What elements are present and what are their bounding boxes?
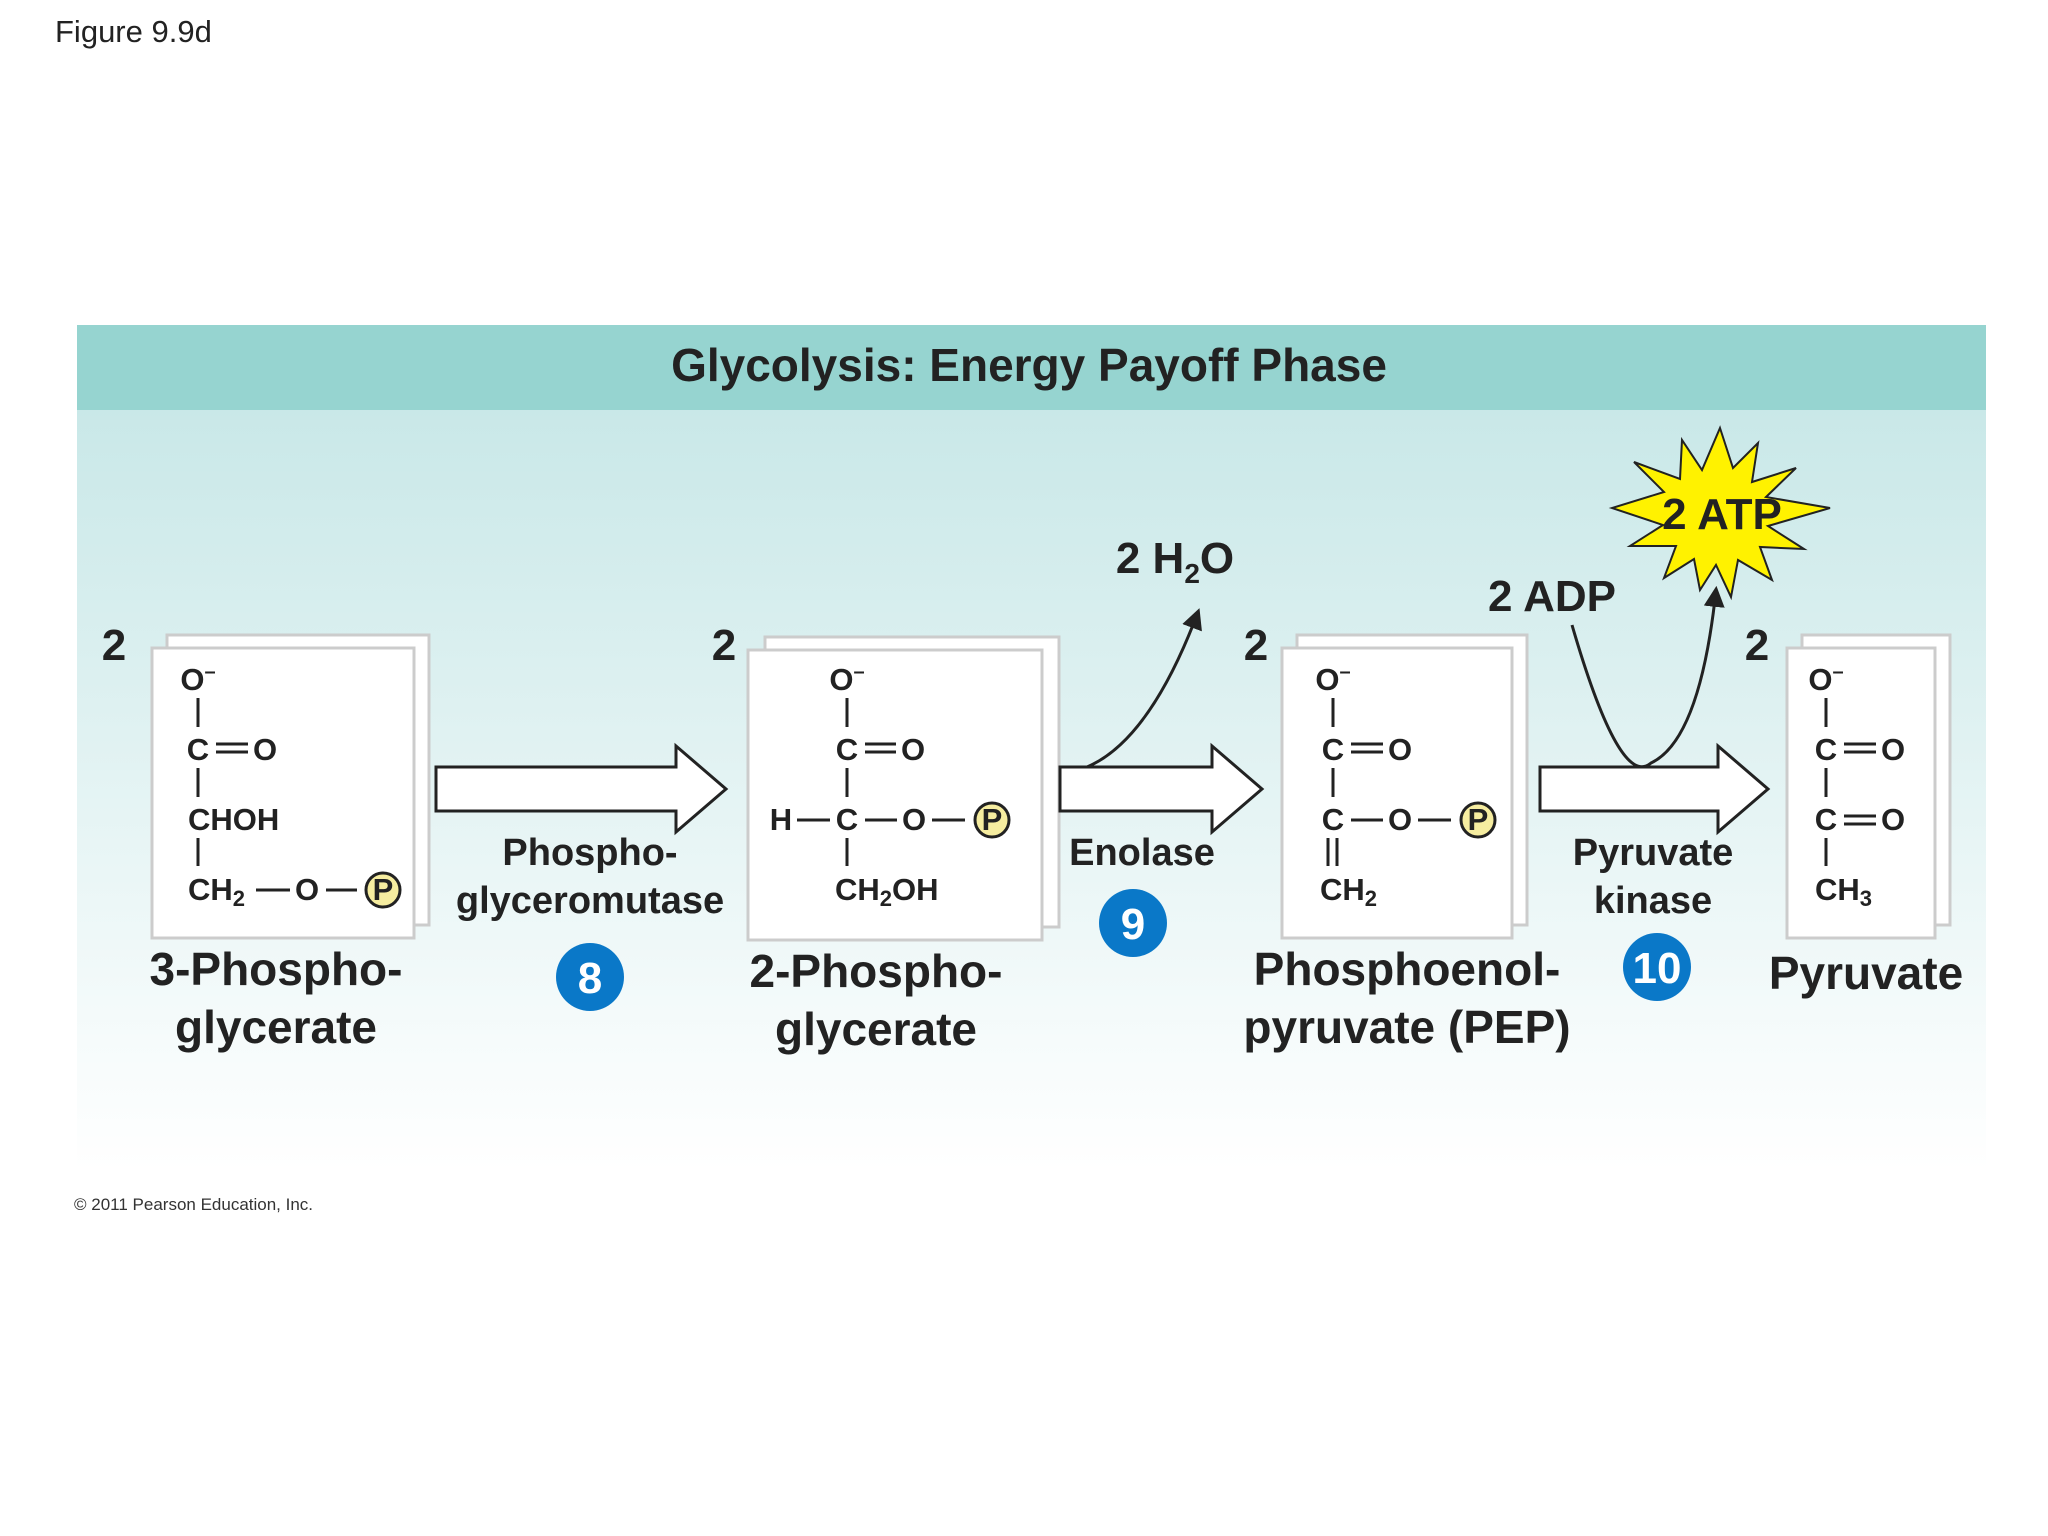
figure-label: Figure 9.9d: [55, 14, 212, 49]
molecule-card: [746, 648, 1044, 942]
svg-text:O–: O–: [1808, 661, 1843, 697]
input-label: 2 ADP: [1488, 572, 1616, 621]
atom-c: C: [1815, 802, 1837, 837]
molecule-card: [1280, 646, 1514, 940]
atom-o: O: [901, 732, 925, 767]
atom-h: H: [770, 802, 792, 837]
atom-o-minus: O: [1808, 662, 1832, 697]
atom-c: C: [1322, 802, 1344, 837]
atp-starburst: [1608, 425, 1831, 601]
atom-o: O: [1388, 732, 1412, 767]
charge-sign: –: [205, 661, 216, 683]
byproduct-label: 2 H: [1116, 534, 1184, 583]
charge-sign: –: [854, 661, 865, 683]
molecule-coefficient: 2: [102, 621, 126, 670]
atom-c: C: [836, 802, 858, 837]
water-release-arrow: [1086, 608, 1202, 769]
molecule-pyruvate: 2 O– C O C O CH3 Pyruvate: [1745, 621, 1963, 999]
phosphate-circle: [1459, 801, 1497, 839]
molecule-name-line1: 2-Phospho-: [750, 945, 1003, 997]
byproduct-tail: O: [1200, 534, 1234, 583]
phosphate-label: P: [1468, 802, 1489, 837]
step-number: 10: [1633, 944, 1682, 993]
molecule-phosphoenolpyruvate: 2 O– C O C O P CH2 Phosphoenol- pyruvate…: [1243, 621, 1570, 1053]
copyright-notice: © 2011 Pearson Education, Inc.: [74, 1195, 314, 1214]
group-ch3: CH: [1815, 872, 1860, 907]
group-oh: OH: [892, 872, 939, 907]
molecule-2-phosphoglycerate: 2 O– C O H C O P CH2OH 2-Phospho- glycer…: [712, 621, 1061, 1055]
molecule-coefficient: 2: [712, 621, 736, 670]
subscript: 2: [233, 886, 245, 911]
group-ch2: CH: [1320, 872, 1365, 907]
svg-text:CH3: CH3: [1815, 872, 1872, 911]
molecule-name-line1: Pyruvate: [1769, 947, 1963, 999]
step-number: 9: [1121, 900, 1145, 949]
step-number-badge: [1099, 889, 1167, 957]
molecule-name-line2: glycerate: [175, 1001, 377, 1053]
atom-o-link: O: [902, 802, 926, 837]
svg-text:O–: O–: [180, 661, 215, 697]
molecule-card: [1785, 646, 1937, 940]
atom-o: O: [1881, 732, 1905, 767]
atom-o-link: O: [1388, 802, 1412, 837]
reaction-arrow: [1058, 742, 1265, 836]
molecule-coefficient: 2: [1745, 621, 1769, 670]
atom-o: O: [1881, 802, 1905, 837]
atom-o-minus: O: [1315, 662, 1339, 697]
atom-c: C: [836, 732, 858, 767]
molecule-coefficient: 2: [1244, 621, 1268, 670]
enzyme-name-line2: kinase: [1594, 880, 1712, 922]
enzyme-name-line1: Pyruvate: [1573, 832, 1734, 874]
atom-o: O: [253, 732, 277, 767]
subscript: 3: [1860, 886, 1872, 911]
subscript: 2: [1365, 886, 1377, 911]
reaction-step-10: 2 ADP 2 ATP Pyruvate kinase 10: [1488, 425, 1831, 1001]
atom-c: C: [1815, 732, 1837, 767]
svg-text:CH2: CH2: [1320, 872, 1377, 911]
phosphate-label: P: [982, 802, 1003, 837]
molecule-name-line1: 3-Phospho-: [150, 943, 403, 995]
adp-atp-curve-arrow: [1570, 585, 1725, 769]
charge-sign: –: [1833, 661, 1844, 683]
title-band: [77, 325, 1986, 410]
group-ch2: CH: [835, 872, 880, 907]
atom-c: C: [1322, 732, 1344, 767]
group-chohh: CHOH: [188, 802, 279, 837]
charge-sign: –: [1340, 661, 1351, 683]
subscript: 2: [1184, 558, 1200, 589]
step-number-badge: [556, 943, 624, 1011]
svg-text:2 H2O: 2 H2O: [1116, 534, 1234, 589]
step-number-badge: [1623, 933, 1691, 1001]
molecule-3-phosphoglycerate: 2 O– C O CHOH CH2 O P 3-Phospho- glycera…: [102, 621, 431, 1053]
molecule-name-line2: pyruvate (PEP): [1243, 1001, 1570, 1053]
diagram-title: Glycolysis: Energy Payoff Phase: [671, 339, 1387, 391]
reaction-arrow: [1538, 742, 1771, 836]
atom-c: C: [187, 732, 209, 767]
phosphate-circle: [973, 801, 1011, 839]
subscript: 2: [880, 886, 892, 911]
phosphate-circle: [364, 871, 402, 909]
step-number: 8: [578, 954, 602, 1003]
svg-text:O–: O–: [1315, 661, 1350, 697]
atom-o-link: O: [295, 872, 319, 907]
svg-text:O–: O–: [829, 661, 864, 697]
atom-o-minus: O: [180, 662, 204, 697]
atom-o-minus: O: [829, 662, 853, 697]
reaction-arrow: [434, 742, 729, 836]
molecule-name-line1: Phosphoenol-: [1254, 943, 1561, 995]
molecule-name-line2: glycerate: [775, 1003, 977, 1055]
reaction-step-9: 2 H2O Enolase 9: [1058, 534, 1265, 957]
phosphate-label: P: [373, 872, 394, 907]
enzyme-name-line1: Phospho-: [502, 832, 677, 874]
svg-text:CH2: CH2: [188, 872, 245, 911]
output-label: 2 ATP: [1662, 490, 1782, 539]
enzyme-name-line2: glyceromutase: [456, 880, 724, 922]
enzyme-name-line1: Enolase: [1069, 832, 1215, 874]
reaction-step-8: Phospho- glyceromutase 8: [434, 742, 729, 1011]
svg-text:CH2OH: CH2OH: [835, 872, 939, 911]
group-ch2: CH: [188, 872, 233, 907]
